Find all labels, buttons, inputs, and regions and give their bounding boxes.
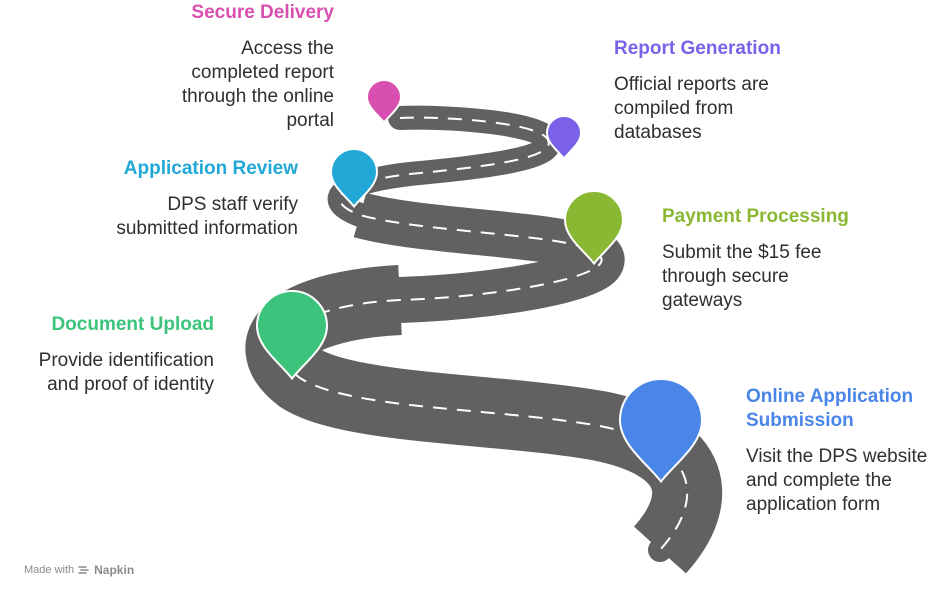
step-title: Payment Processing bbox=[662, 206, 849, 227]
map-pin-upload bbox=[255, 290, 329, 381]
map-pin-review bbox=[329, 148, 379, 209]
step-description: Provide identification and proof of iden… bbox=[38, 350, 214, 395]
step-description: Visit the DPS website and complete the a… bbox=[746, 446, 928, 515]
footer: Made with Napkin bbox=[24, 563, 134, 577]
step-payment: Payment Processing Submit the $15 fee th… bbox=[662, 205, 862, 313]
map-pin-report bbox=[545, 115, 583, 161]
step-delivery: Secure Delivery Access the completed rep… bbox=[150, 1, 334, 133]
step-title: Document Upload bbox=[51, 314, 214, 335]
step-report: Report Generation Official reports are c… bbox=[614, 37, 814, 145]
step-description: Submit the $15 fee through secure gatewa… bbox=[662, 242, 822, 311]
step-title: Application Review bbox=[123, 158, 298, 179]
map-pin-delivery bbox=[365, 79, 403, 125]
napkin-logo-icon bbox=[78, 566, 89, 574]
road-center-line bbox=[279, 116, 689, 551]
map-pin-submission bbox=[618, 378, 704, 484]
step-upload: Document Upload Provide identification a… bbox=[10, 313, 214, 397]
step-submission: Online Application Submission Visit the … bbox=[746, 385, 936, 517]
step-title: Secure Delivery bbox=[191, 2, 334, 23]
step-description: Access the completed report through the … bbox=[181, 38, 334, 131]
footer-brand: Napkin bbox=[94, 563, 135, 577]
step-title: Online Application Submission bbox=[746, 386, 914, 431]
step-description: Official reports are compiled from datab… bbox=[614, 74, 769, 143]
step-review: Application Review DPS staff verify subm… bbox=[100, 157, 298, 241]
step-title: Report Generation bbox=[614, 38, 781, 59]
map-pin-payment bbox=[563, 190, 625, 266]
step-description: DPS staff verify submitted information bbox=[116, 194, 298, 239]
footer-prefix: Made with bbox=[24, 564, 75, 576]
